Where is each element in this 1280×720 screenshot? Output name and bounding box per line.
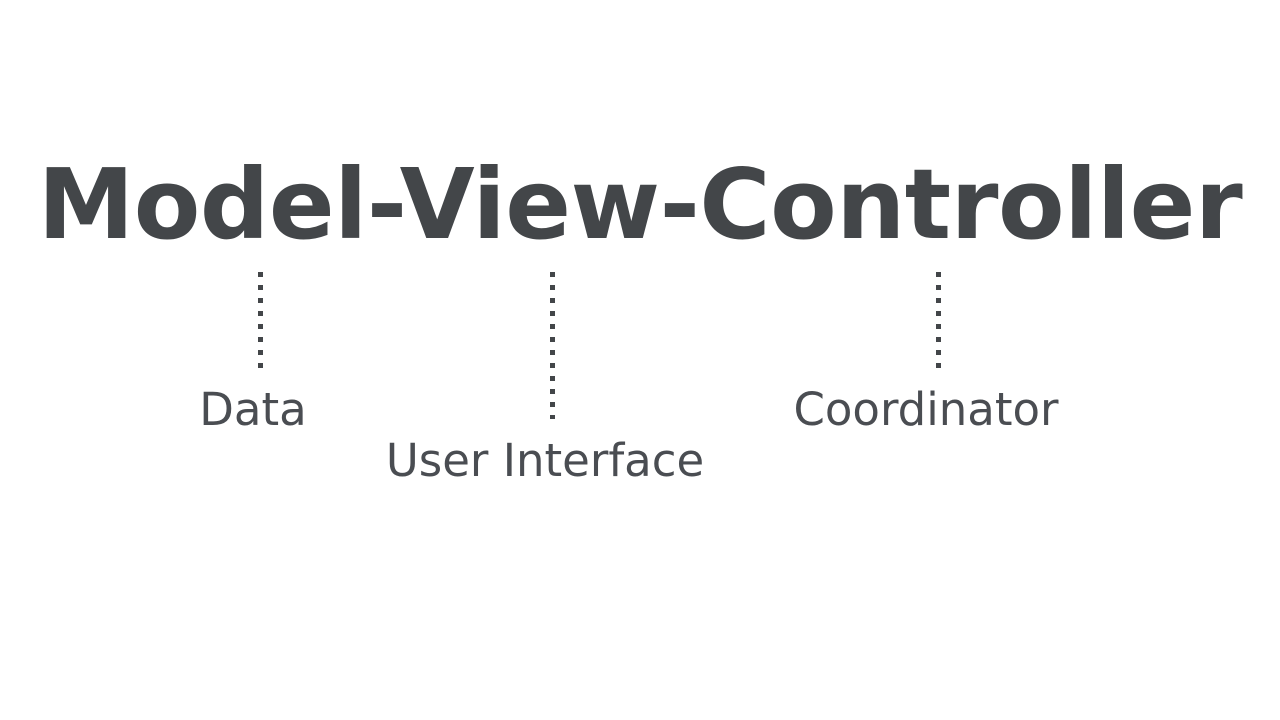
label-model-data: Data xyxy=(199,383,307,436)
leader-line-model xyxy=(258,272,263,369)
leader-line-view xyxy=(550,272,555,419)
leader-line-controller xyxy=(936,272,941,369)
label-controller-coordinator: Coordinator xyxy=(793,383,1059,436)
page-title: Model-View-Controller xyxy=(37,148,1243,261)
label-view-user-interface: User Interface xyxy=(385,434,705,487)
